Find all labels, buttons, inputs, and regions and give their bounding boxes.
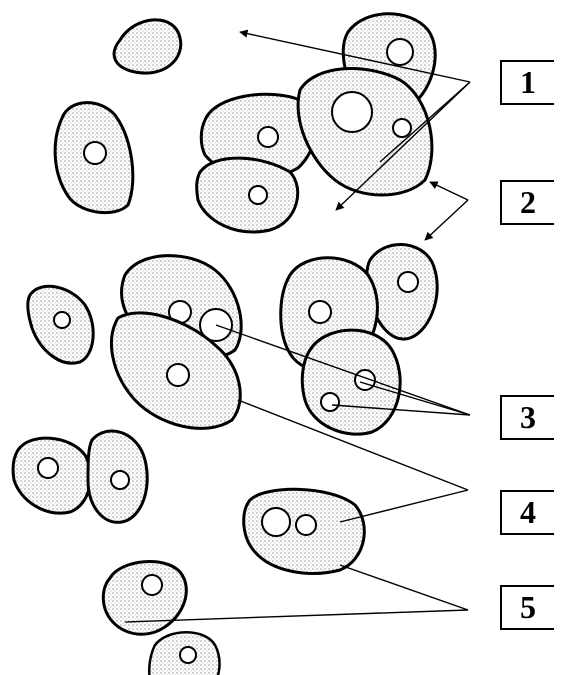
nucleus: [258, 127, 278, 147]
label-1: 1: [500, 60, 554, 105]
nucleus: [180, 647, 196, 663]
label-4: 4: [500, 490, 554, 535]
cell: [103, 562, 186, 635]
nucleus: [111, 471, 129, 489]
cell: [197, 158, 298, 232]
cell: [114, 20, 181, 73]
cell: [302, 330, 400, 434]
nucleus: [387, 39, 413, 65]
nucleus: [38, 458, 58, 478]
nucleus: [84, 142, 106, 164]
vacuole: [321, 393, 339, 411]
nucleus: [296, 515, 316, 535]
vacuole: [262, 508, 290, 536]
label-2: 2: [500, 180, 554, 225]
nucleus: [54, 312, 70, 328]
label-3: 3: [500, 395, 554, 440]
nucleus: [249, 186, 267, 204]
label-5: 5: [500, 585, 554, 630]
nucleus: [142, 575, 162, 595]
nucleus: [398, 272, 418, 292]
nucleus: [393, 119, 411, 137]
nucleus: [309, 301, 331, 323]
cell: [367, 244, 437, 339]
vacuole: [332, 92, 372, 132]
nucleus: [167, 364, 189, 386]
